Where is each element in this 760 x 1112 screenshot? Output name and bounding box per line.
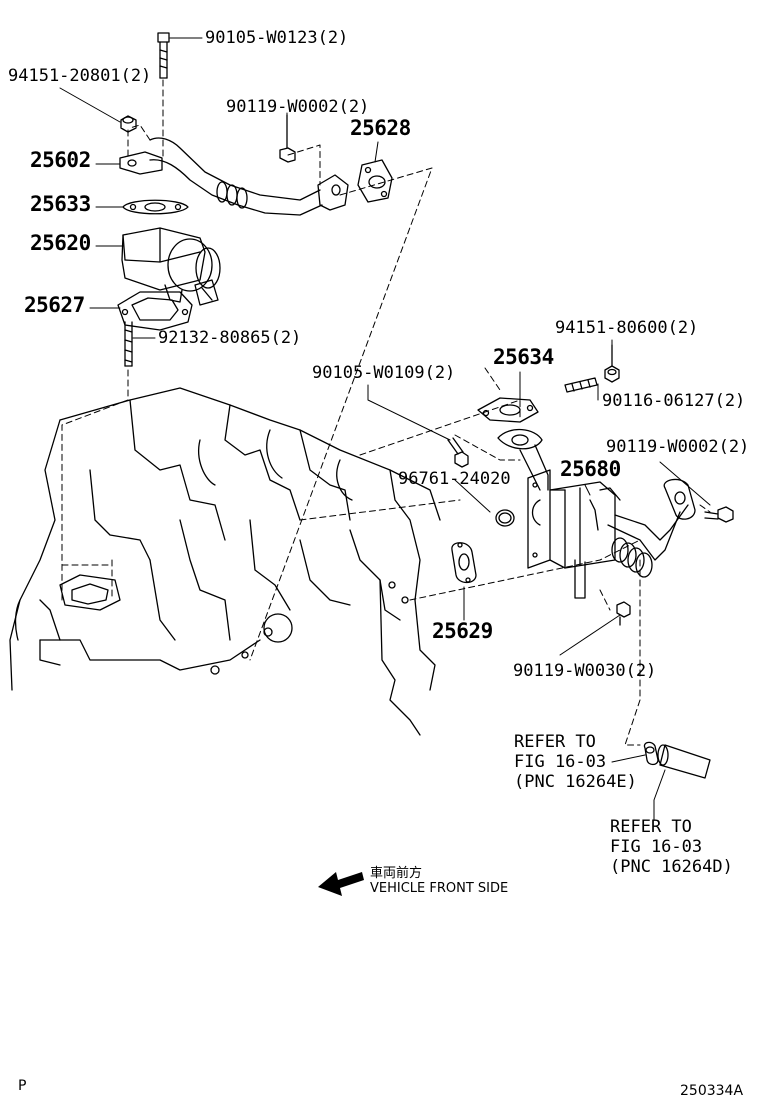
label-25633: 25633	[30, 192, 91, 216]
label-25620: 25620	[30, 231, 91, 255]
refer-16264d-line1: REFER TO	[610, 817, 692, 837]
leader-lines	[59, 37, 711, 821]
o-ring-96761-24020	[495, 509, 515, 527]
label-90119-w0030: 90119-W0030(2)	[513, 661, 657, 681]
refer-16264e-line1: REFER TO	[514, 732, 596, 752]
refer-16264e-line3: (PNC 16264E)	[514, 772, 637, 792]
bolt-90119-w0030	[616, 601, 631, 626]
gasket-25634	[477, 397, 539, 423]
egr-cooler-outlet-pipe	[607, 478, 696, 578]
hose-16264d	[657, 744, 711, 779]
stud-90116-06127	[564, 377, 598, 393]
figure-number: 250334A	[680, 1083, 744, 1099]
refer-16264e-line2: FIG 16-03	[514, 752, 607, 772]
label-25628: 25628	[350, 116, 411, 140]
label-25634: 25634	[493, 345, 554, 369]
label-90105-w0123: 90105-W0123(2)	[205, 28, 349, 48]
direction-japanese: 車両前方	[370, 866, 423, 881]
label-90119-w0002-upper: 90119-W0002(2)	[226, 97, 370, 117]
dashed-guide-lines	[61, 79, 711, 746]
egr-valve-25620	[121, 227, 221, 306]
bolt-90119-w0002-upper	[279, 114, 296, 163]
label-90116-06127: 90116-06127(2)	[602, 391, 746, 411]
bolt-90105-w0123	[157, 32, 170, 79]
gasket-25628	[357, 159, 393, 203]
refer-16264d-line2: FIG 16-03	[610, 837, 703, 857]
label-90119-w0002-right: 90119-W0002(2)	[606, 437, 750, 457]
label-25680: 25680	[560, 457, 621, 481]
hose-connector-16264e	[643, 741, 659, 766]
gasket-25627	[117, 291, 193, 331]
label-25602: 25602	[30, 148, 91, 172]
label-96761-24020: 96761-24020	[398, 469, 511, 489]
refer-16264d-line3: (PNC 16264D)	[610, 857, 733, 877]
stud-92132-80865	[124, 321, 133, 367]
nut-94151-80600	[604, 344, 620, 383]
label-94151-80600: 94151-80600(2)	[555, 318, 699, 338]
label-90105-w0109: 90105-W0109(2)	[312, 363, 456, 383]
front-direction-arrow	[318, 872, 364, 896]
footer-left-code: P	[18, 1078, 27, 1094]
egr-cooler-inlet-pipe	[497, 428, 549, 491]
label-25627: 25627	[24, 293, 85, 317]
bolt-90105-w0109	[447, 437, 469, 468]
gasket-25633	[122, 199, 189, 215]
engine-block-outline	[9, 387, 441, 736]
label-92132-80865: 92132-80865(2)	[158, 328, 302, 348]
gasket-25629	[451, 542, 477, 584]
label-94151-20801: 94151-20801(2)	[8, 66, 152, 86]
direction-english: VEHICLE FRONT SIDE	[370, 881, 509, 896]
bolt-90119-w0002-right	[704, 506, 734, 523]
nut-94151-20801	[120, 115, 137, 133]
egr-cooler-25680	[527, 469, 621, 599]
label-25629: 25629	[432, 619, 493, 643]
egr-pipe-25602	[119, 137, 349, 216]
